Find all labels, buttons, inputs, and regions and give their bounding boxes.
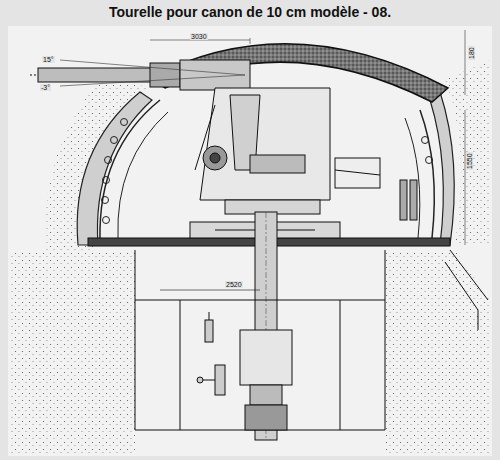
gun-barrel xyxy=(30,60,250,90)
ground-left xyxy=(10,250,135,456)
inner-wall xyxy=(118,112,168,238)
hand-crank xyxy=(197,312,225,395)
gun-cradle xyxy=(195,88,380,214)
dimension-label: -3° xyxy=(40,84,51,91)
dimension-label: 3030 xyxy=(190,33,208,40)
access-slope xyxy=(445,250,488,330)
inner-wall xyxy=(420,110,434,238)
drawing-sheet xyxy=(8,26,492,456)
dimension-label: 2520 xyxy=(225,281,243,288)
lower-chamber xyxy=(135,250,385,430)
glacis-ring xyxy=(77,92,152,245)
drawing-title: Tourelle pour canon de 10 cm modèle - 08… xyxy=(0,4,500,20)
inner-wall xyxy=(100,100,160,240)
ground-right xyxy=(385,250,490,456)
dimension-label: 15° xyxy=(42,56,55,63)
shells xyxy=(400,180,417,220)
dimension-label: 180 xyxy=(468,46,475,60)
dimension-label: 1550 xyxy=(466,152,473,170)
